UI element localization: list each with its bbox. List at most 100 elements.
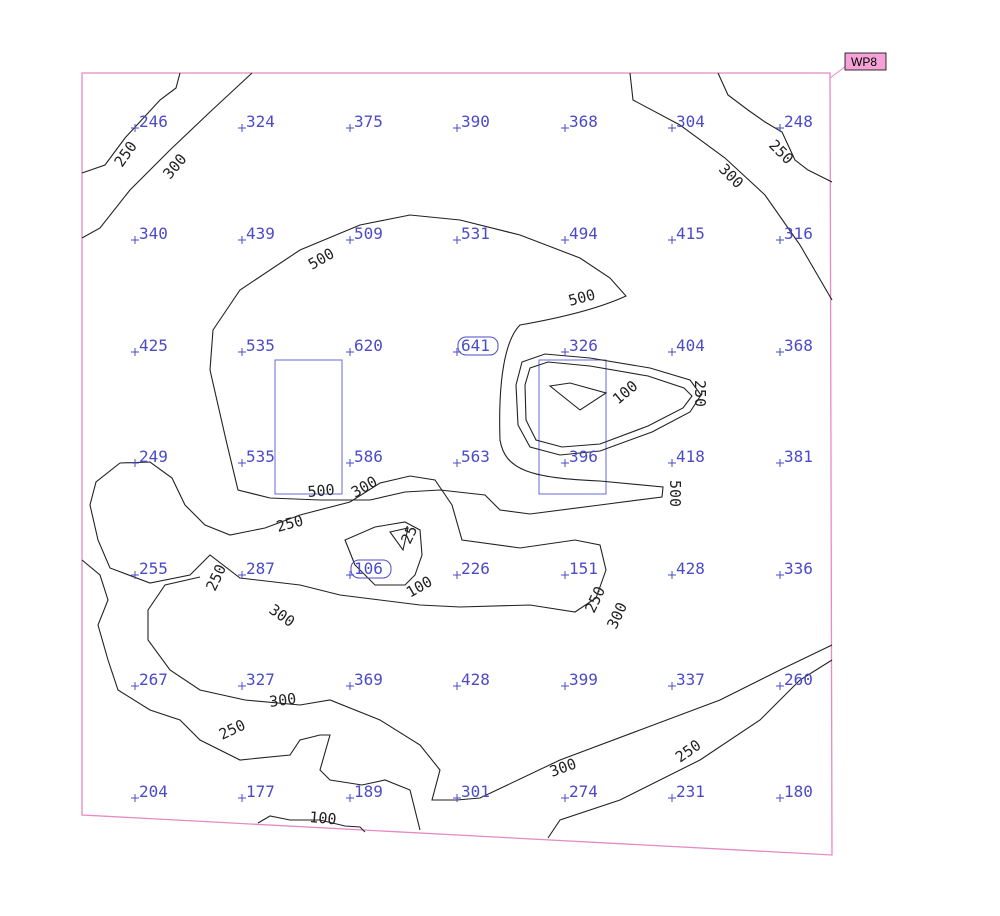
calc-point: 535 [238,336,275,356]
plus-marker [776,459,784,467]
calc-point: 226 [453,559,490,579]
plus-marker [561,571,569,579]
calc-point: 106 [346,559,392,579]
calc-point: 586 [346,447,383,467]
plus-marker [668,571,676,579]
calc-value: 381 [784,447,813,466]
plus-marker [561,682,569,690]
calc-value: 327 [246,670,275,689]
calc-value: 316 [784,224,813,243]
plus-marker [346,459,354,467]
plus-marker [131,459,139,467]
calc-value: 390 [461,112,490,131]
calc-point: 428 [668,559,705,579]
calc-point: 246 [131,112,168,132]
contour-label: 250 [111,138,141,171]
calc-value: 428 [676,559,705,578]
calc-value: 249 [139,447,168,466]
contour-label: 250 [274,511,305,535]
plus-marker [668,124,676,132]
calc-point: 316 [776,224,813,244]
plus-marker [238,348,246,356]
calc-point: 301 [453,782,490,802]
contour-label: 100 [309,808,338,828]
calc-value: 399 [569,670,598,689]
calc-value: 418 [676,447,705,466]
wp8-tag[interactable] [844,52,887,71]
calc-value: 369 [354,670,383,689]
plus-marker [453,682,461,690]
contour-lines [81,72,833,839]
contour-label: 300 [159,150,190,182]
luminaire-right[interactable] [538,359,607,495]
contour-label: 250 [672,736,705,766]
plus-marker [453,236,461,244]
calc-value: 439 [246,224,275,243]
calc-value: 260 [784,670,813,689]
calc-point: 180 [776,782,813,802]
calc-value: 415 [676,224,705,243]
calc-value: 287 [246,559,275,578]
calc-value: 563 [461,447,490,466]
plus-marker [561,124,569,132]
calc-value: 204 [139,782,168,801]
calc-value: 425 [139,336,168,355]
contour-label: 500 [307,481,336,501]
calc-point: 326 [561,336,598,356]
calc-point: 390 [453,112,490,132]
calc-point: 337 [668,670,705,690]
calc-point: 249 [131,447,168,467]
calc-point: 368 [561,112,598,132]
calc-point: 563 [453,447,490,467]
calc-point: 531 [453,224,490,244]
calc-value: 337 [676,670,705,689]
calc-value: 340 [139,224,168,243]
plus-marker [131,571,139,579]
calc-value: 494 [569,224,598,243]
contour-label: 300 [603,600,631,632]
contour-label: 500 [566,285,597,309]
min-value-highlight [350,559,392,579]
calc-value: 177 [246,782,275,801]
calc-point: 255 [131,559,168,579]
plus-marker [561,348,569,356]
calc-point: 375 [346,112,383,132]
calc-point: 336 [776,559,813,579]
calc-value: 274 [569,782,598,801]
calc-value: 267 [139,670,168,689]
calc-point: 327 [238,670,275,690]
plus-marker [131,682,139,690]
contour-label: 250 [216,716,248,744]
contour-label: 300 [266,601,299,631]
contour-label: 100 [609,377,641,408]
plus-marker [238,459,246,467]
plus-marker [776,236,784,244]
plus-marker [346,124,354,132]
calc-point: 399 [561,670,598,690]
calc-point: 340 [131,224,168,244]
calc-point: 248 [776,112,813,132]
plus-marker [131,124,139,132]
calc-point: 439 [238,224,275,244]
calc-value: 151 [569,559,598,578]
plus-marker [453,124,461,132]
calc-point: 418 [668,447,705,467]
plus-marker [561,794,569,802]
plus-marker [238,571,246,579]
calc-value: 404 [676,336,705,355]
plus-marker [668,459,676,467]
calc-value: 324 [246,112,275,131]
luminaire-left[interactable] [274,359,343,495]
calc-point: 509 [346,224,383,244]
plus-marker [346,348,354,356]
calc-point: 641 [453,336,499,356]
calc-point: 231 [668,782,705,802]
contour-label: 100 [403,572,435,601]
calc-point: 304 [668,112,705,132]
plus-marker [668,682,676,690]
calc-value: 368 [569,112,598,131]
contour-label: 300 [348,472,380,501]
plus-marker [668,236,676,244]
area-boundary [81,72,833,856]
grid-values: 246 324 375 390 368 304 248 340 439 509 531 494 415 3… [131,112,813,802]
